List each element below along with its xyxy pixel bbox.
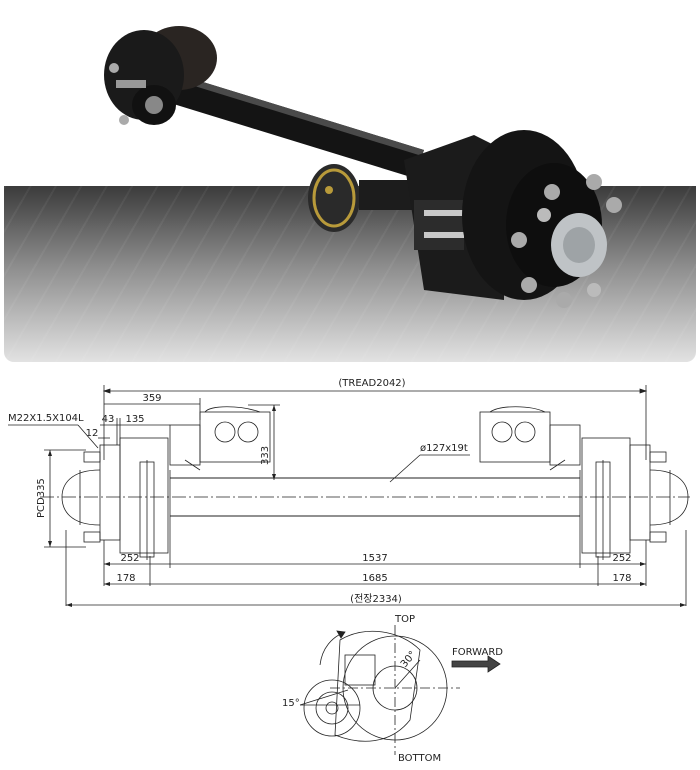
tube-spec-label: ø127x19t (420, 443, 468, 454)
dim-333: 333 (260, 446, 271, 465)
dim-12: 12 (86, 428, 99, 439)
dim-1537: 1537 (362, 553, 387, 564)
angle-30-label: 30° (399, 649, 419, 670)
stud-spec-label: M22X1.5X104L (8, 413, 84, 424)
dim-178-left: 178 (116, 573, 135, 584)
dim-1685: 1685 (362, 573, 387, 584)
dim-252-right: 252 (612, 553, 631, 564)
tread-dimension: (TREAD2042) (338, 378, 405, 389)
dim-359: 359 (142, 393, 161, 404)
dim-178-right: 178 (612, 573, 631, 584)
dim-135: 135 (125, 414, 144, 425)
pcd-label: PCD335 (36, 478, 47, 518)
dim-252-left: 252 (120, 553, 139, 564)
product-photo-panel (4, 0, 696, 362)
dim-43: 43 (102, 414, 115, 425)
top-label: TOP (394, 614, 415, 625)
forward-label: FORWARD (452, 647, 503, 658)
bottom-label: BOTTOM (398, 753, 441, 764)
angle-15-label: 15° (282, 698, 300, 709)
axle-photo (104, 26, 622, 308)
total-length-dimension: (전장2334) (350, 593, 402, 605)
